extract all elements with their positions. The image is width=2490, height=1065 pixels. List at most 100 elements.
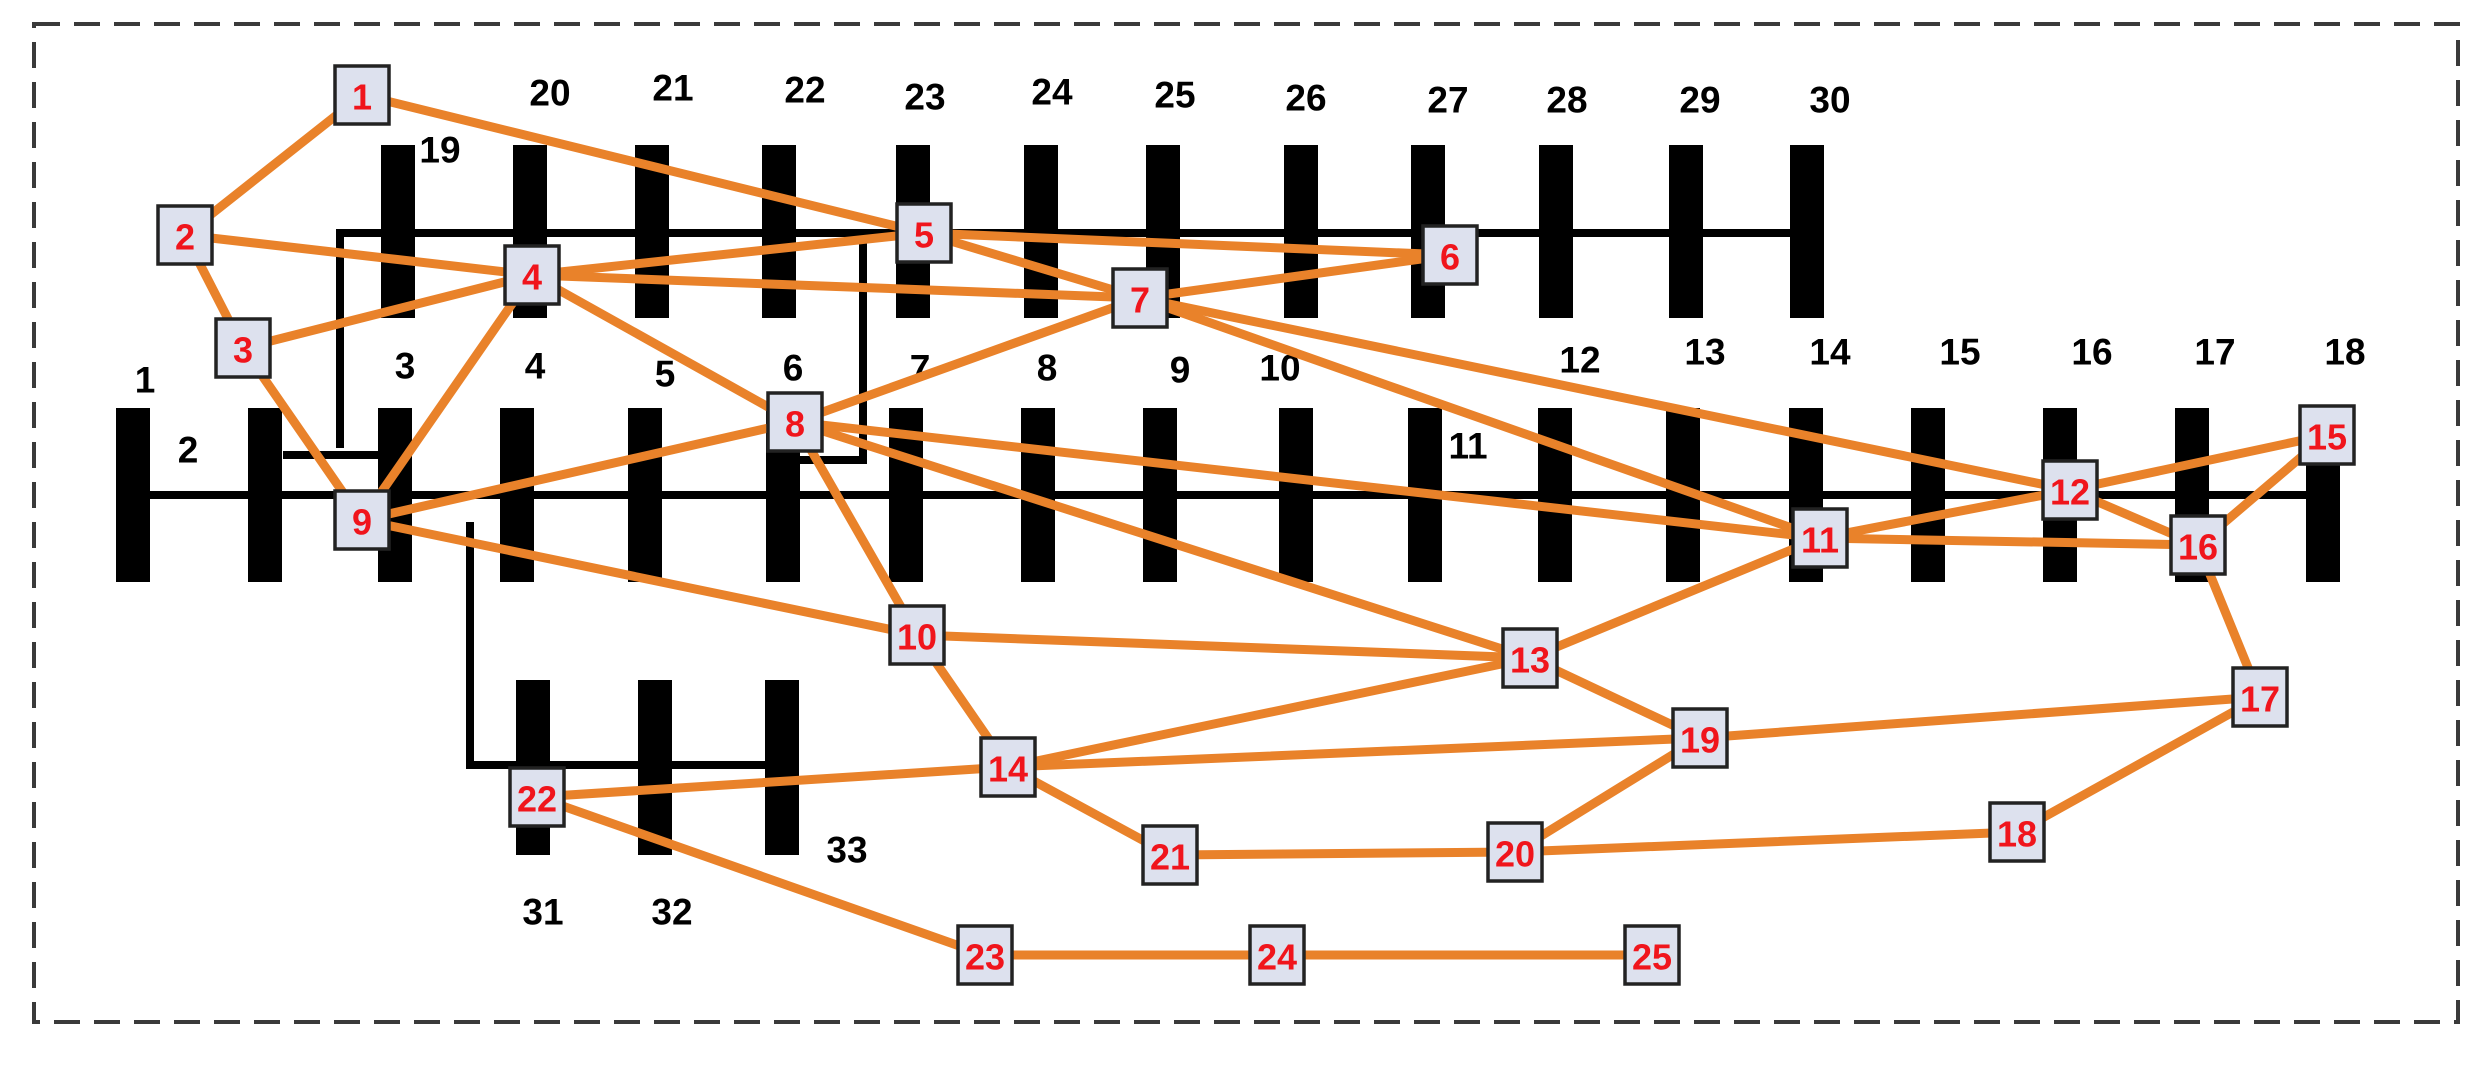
agent-node-18: 18 bbox=[1988, 801, 2046, 863]
agent-label-4: 4 bbox=[522, 257, 542, 298]
agent-node-16: 16 bbox=[2169, 514, 2227, 576]
agent-box-10 bbox=[888, 604, 946, 666]
agent-box-14 bbox=[979, 736, 1037, 798]
agent-label-3: 3 bbox=[233, 330, 253, 371]
link-10-13 bbox=[912, 630, 1535, 663]
agent-node-7: 7 bbox=[1111, 267, 1169, 329]
agent-box-21 bbox=[1141, 824, 1199, 886]
bus-label-31: 31 bbox=[522, 892, 563, 933]
bus-label-9: 9 bbox=[1170, 350, 1191, 391]
bus-label-24: 24 bbox=[1031, 72, 1073, 113]
bus-bar-29 bbox=[1669, 145, 1703, 318]
link-8-11 bbox=[790, 417, 1825, 543]
link-5-6 bbox=[919, 228, 1455, 260]
agent-links bbox=[180, 90, 2332, 960]
agent-node-19: 19 bbox=[1671, 707, 1729, 769]
agent-label-25: 25 bbox=[1632, 937, 1672, 978]
bus-label-19: 19 bbox=[419, 130, 460, 171]
bus-bar-5 bbox=[628, 408, 662, 582]
agent-box-20 bbox=[1486, 821, 1544, 883]
link-11-13 bbox=[1525, 533, 1825, 663]
agent-node-4: 4 bbox=[503, 244, 561, 306]
agent-label-5: 5 bbox=[914, 215, 934, 256]
bus-bar-1 bbox=[116, 408, 150, 582]
agent-node-12: 12 bbox=[2041, 459, 2099, 521]
link-4-9 bbox=[357, 270, 537, 525]
agent-box-4 bbox=[503, 244, 561, 306]
bus-feeders bbox=[133, 229, 2323, 769]
agent-label-20: 20 bbox=[1495, 834, 1535, 875]
bus-bar-21 bbox=[635, 145, 669, 318]
link-19-20 bbox=[1510, 733, 1705, 857]
link-8-9 bbox=[357, 417, 800, 525]
agent-label-23: 23 bbox=[965, 937, 1005, 978]
link-4-5 bbox=[527, 228, 929, 280]
bus-label-18: 18 bbox=[2324, 332, 2365, 373]
link-14-22 bbox=[532, 762, 1013, 802]
agent-box-18 bbox=[1988, 801, 2046, 863]
agent-box-22 bbox=[508, 766, 566, 828]
agent-box-11 bbox=[1791, 507, 1849, 569]
bus-label-30: 30 bbox=[1809, 80, 1850, 121]
agent-box-15 bbox=[2298, 404, 2356, 466]
agent-node-13: 13 bbox=[1501, 627, 1559, 689]
link-17-19 bbox=[1695, 692, 2265, 743]
link-4-8 bbox=[527, 270, 800, 427]
bus-label-22: 22 bbox=[784, 70, 825, 111]
bus-label-13: 13 bbox=[1684, 332, 1725, 373]
bus-label-11: 11 bbox=[1448, 426, 1487, 467]
agent-node-1: 1 bbox=[333, 64, 391, 126]
bus-label-3: 3 bbox=[395, 346, 416, 387]
bus-bar-22 bbox=[762, 145, 796, 318]
agent-node-23: 23 bbox=[956, 924, 1014, 986]
agent-label-14: 14 bbox=[988, 749, 1028, 790]
agent-box-13 bbox=[1501, 627, 1559, 689]
bus-label-2: 2 bbox=[178, 430, 199, 471]
agent-label-13: 13 bbox=[1510, 640, 1550, 681]
agent-label-11: 11 bbox=[1801, 520, 1839, 561]
agent-label-18: 18 bbox=[1997, 814, 2037, 855]
agent-node-20: 20 bbox=[1486, 821, 1544, 883]
agent-node-21: 21 bbox=[1141, 824, 1199, 886]
agent-node-11: 11 bbox=[1791, 507, 1849, 569]
agent-box-8 bbox=[766, 391, 824, 453]
link-3-4 bbox=[238, 270, 537, 353]
agent-box-5 bbox=[895, 202, 953, 264]
bus-label-26: 26 bbox=[1285, 78, 1326, 119]
bus-label-4: 4 bbox=[525, 346, 546, 387]
agent-node-8: 8 bbox=[766, 391, 824, 453]
link-1-2 bbox=[180, 90, 367, 240]
agent-node-25: 25 bbox=[1623, 924, 1681, 986]
agent-box-6 bbox=[1421, 224, 1479, 286]
agent-label-1: 1 bbox=[352, 77, 372, 118]
agent-box-17 bbox=[2231, 666, 2289, 728]
bus-bar-2 bbox=[248, 408, 282, 582]
link-18-20 bbox=[1510, 827, 2022, 857]
link-7-11 bbox=[1135, 293, 1825, 543]
agent-label-22: 22 bbox=[517, 779, 557, 820]
link-13-14 bbox=[1003, 653, 1535, 772]
agent-label-24: 24 bbox=[1257, 937, 1297, 978]
bus-label-33: 33 bbox=[826, 830, 867, 871]
bus-label-20: 20 bbox=[529, 73, 570, 114]
feeder-line-6 bbox=[466, 522, 782, 769]
agent-box-7 bbox=[1111, 267, 1169, 329]
agent-node-9: 9 bbox=[333, 489, 391, 551]
link-11-12 bbox=[1815, 485, 2075, 543]
agent-node-24: 24 bbox=[1248, 924, 1306, 986]
bus-label-25: 25 bbox=[1154, 75, 1195, 116]
bus-label-1: 1 bbox=[135, 360, 156, 401]
bus-label-16: 16 bbox=[2071, 332, 2112, 373]
agent-box-24 bbox=[1248, 924, 1306, 986]
agent-label-12: 12 bbox=[2050, 472, 2090, 513]
link-8-13 bbox=[790, 417, 1535, 663]
bus-bar-10 bbox=[1279, 408, 1313, 582]
bus-bar-12 bbox=[1538, 408, 1572, 582]
feeder-line-3 bbox=[336, 229, 398, 448]
feeder-line-5 bbox=[783, 233, 867, 464]
agent-label-17: 17 bbox=[2240, 679, 2280, 720]
agent-box-9 bbox=[333, 489, 391, 551]
bus-label-14: 14 bbox=[1809, 332, 1851, 373]
